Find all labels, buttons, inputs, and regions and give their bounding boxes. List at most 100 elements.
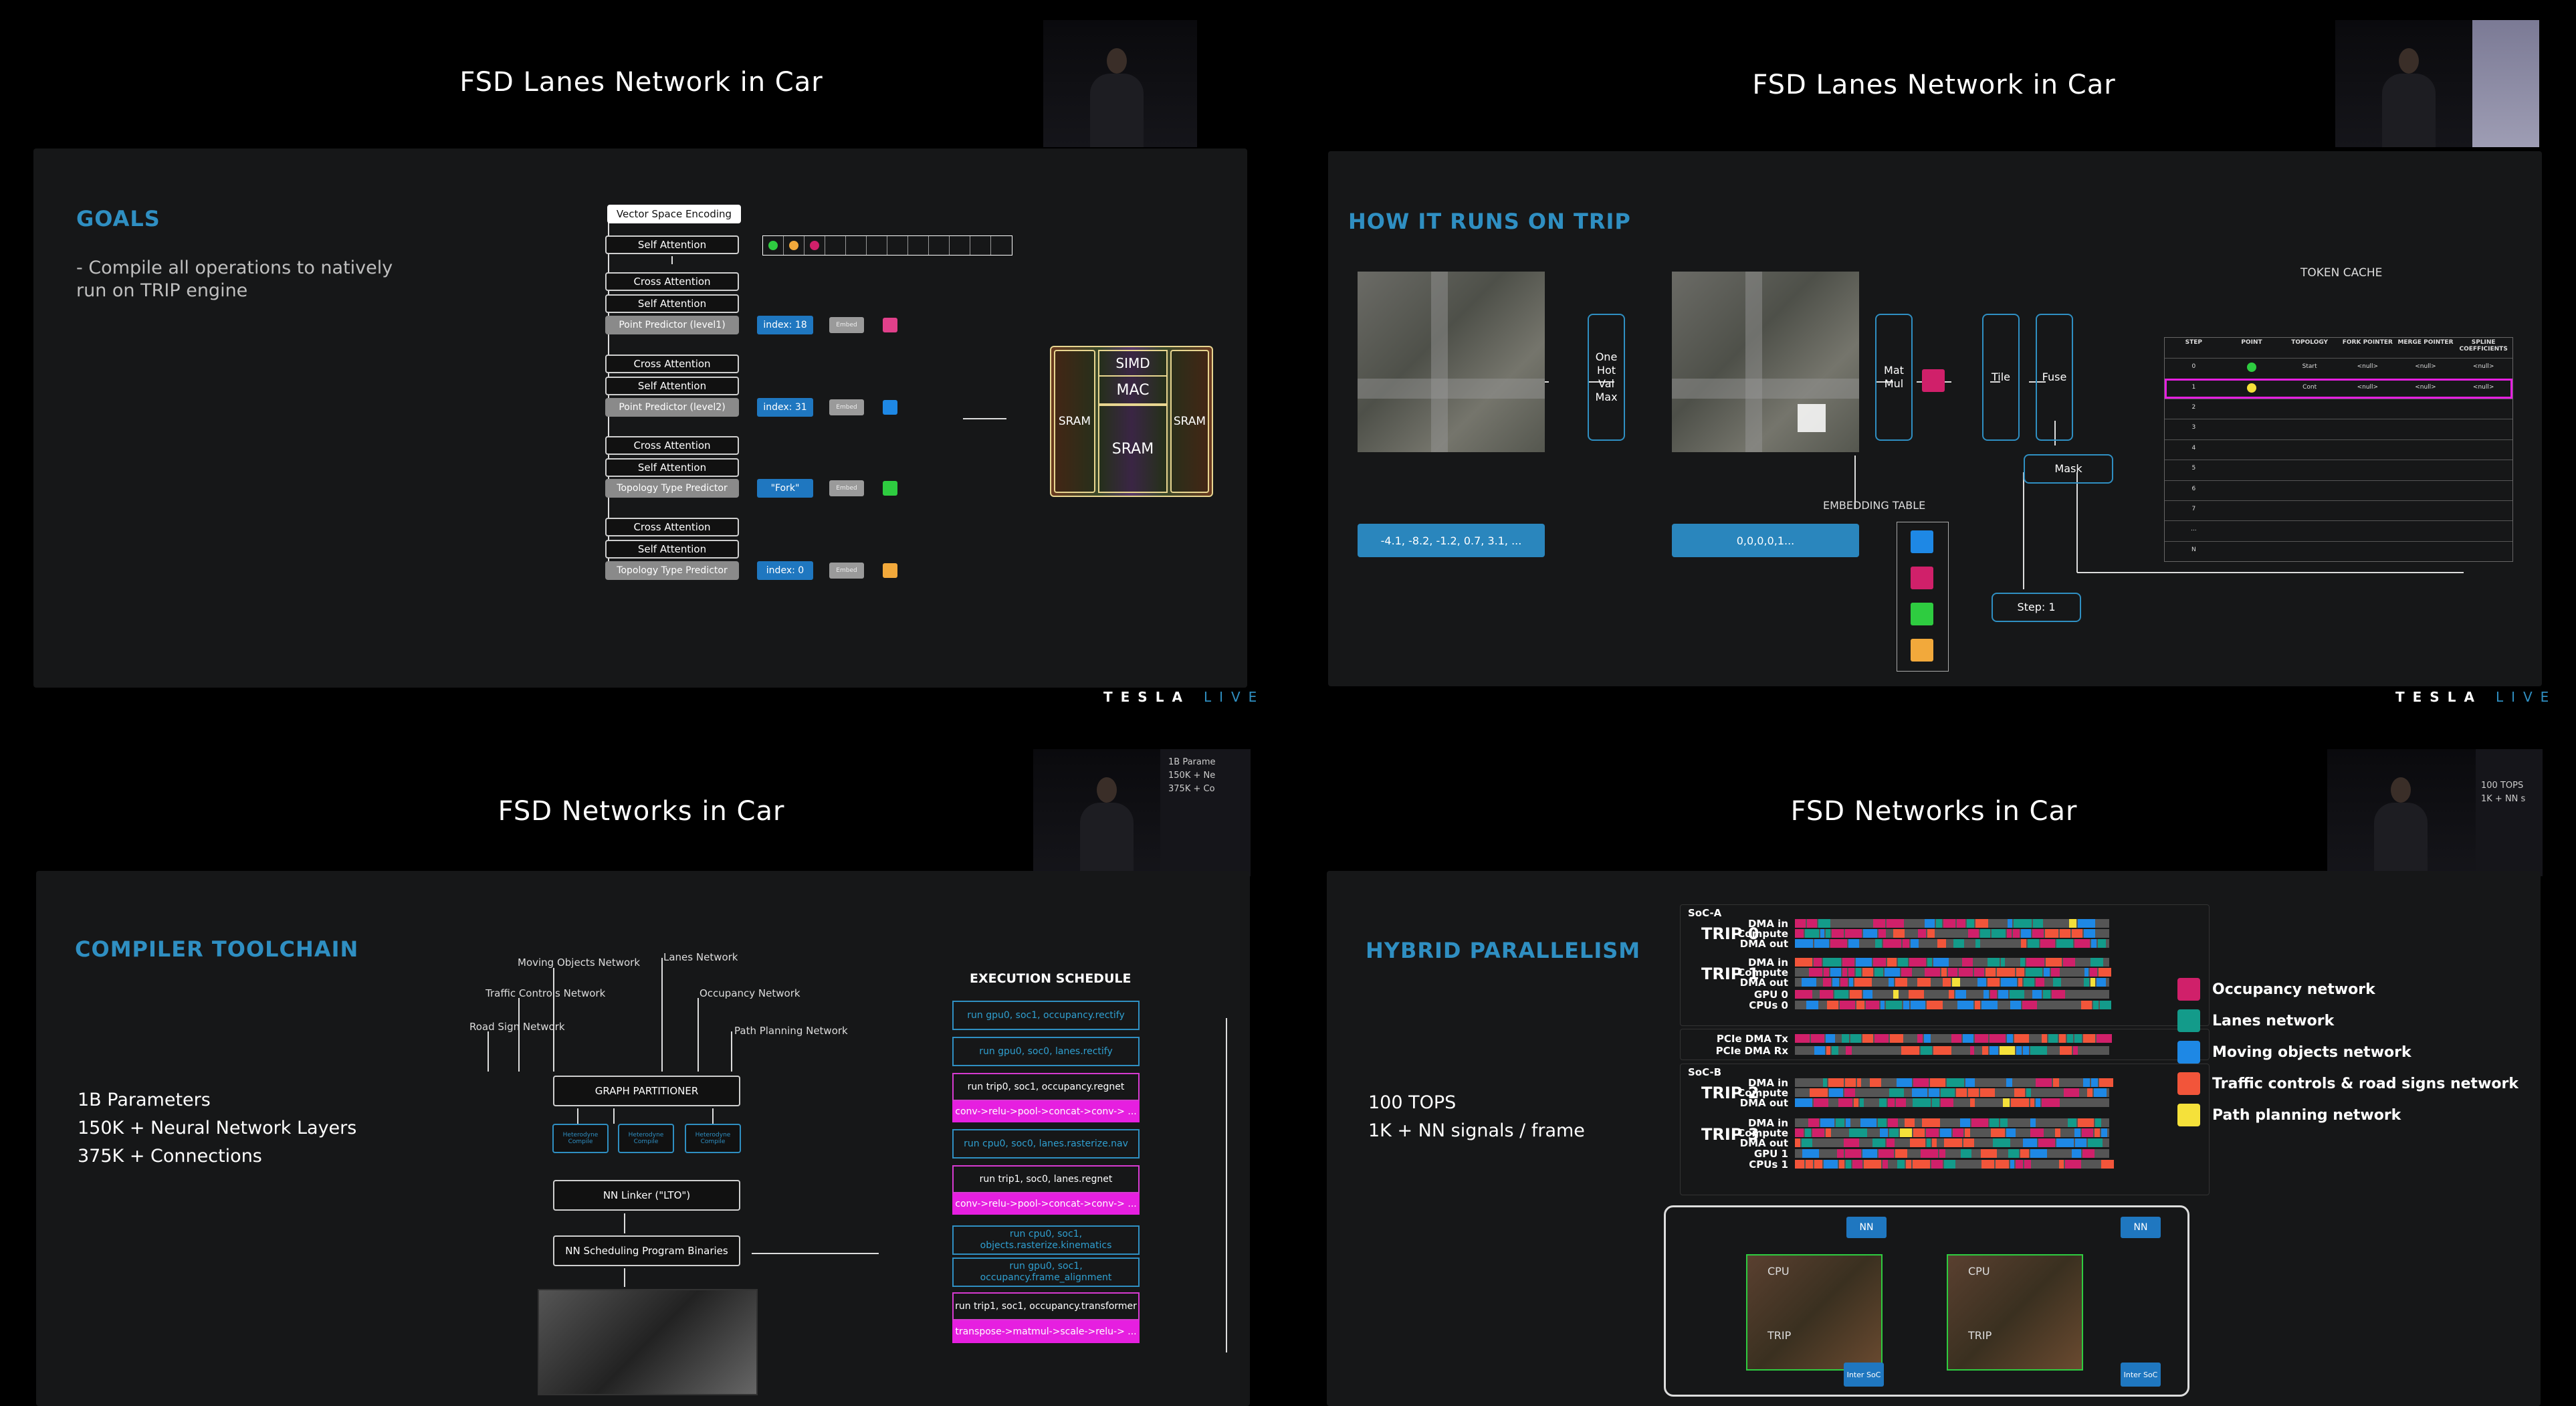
timeline-segment [1860,1098,1864,1107]
timeline-segment [1879,929,1886,938]
timeline-segment [2030,1098,2034,1107]
timeline-segment [2032,990,2042,999]
index-label: index: 0 [757,561,813,580]
topology-type-predictor: Topology Type Predictor [605,479,739,498]
timeline-segment [1846,1046,1852,1055]
timeline-segment [2046,958,2062,967]
timeline-segment [2053,978,2061,987]
simd-block: SIMD [1098,350,1168,377]
timeline-segment [1889,1128,1899,1137]
timeline-segment [1936,919,1942,928]
timeline-segment [2016,1160,2023,1169]
timeline-segment [2098,939,2106,948]
layer-cross-attention: Cross Attention [605,272,739,291]
timeline-segment [1953,1128,1963,1137]
timeline-segment [1878,1118,1887,1127]
timeline-segment [2068,1118,2076,1127]
timeline-segment [2001,978,2017,987]
timeline-segment [1888,1098,1895,1107]
aerial-image [1672,272,1859,452]
timeline-segment [2082,1149,2095,1158]
timeline-segment [2021,939,2026,948]
timeline-segment [2030,1046,2047,1055]
cache-header: MERGE POINTER [2397,339,2454,346]
timeline-segment [1870,1078,1881,1087]
timeline-segment [1933,1046,1951,1055]
timeline-segment [1980,929,1990,938]
timeline-segment [1974,968,1984,977]
timeline-segment [2011,1098,2029,1107]
timeline-segment [1842,1034,1849,1043]
timeline-segment [1970,1098,1975,1107]
cache-header: TOPOLOGY [2291,339,2329,346]
timeline-segment [2030,1128,2044,1137]
timeline-segment [1807,919,1817,928]
embed-box: Embed [829,563,864,579]
logits-vector: -4.1, -8.2, -1.2, 0.7, 3.1, ... [1358,524,1545,557]
row-label: PCIe DMA Rx [1715,1045,1788,1057]
timeline-segment [2087,1088,2092,1097]
timeline-segment [1988,958,2000,967]
cache-row [2165,500,2512,501]
timeline-segment [1913,1160,1930,1169]
timeline-segment [2014,919,2032,928]
timeline-segment [1823,1078,1827,1087]
schedule-entry: run cpu0, soc0, lanes.rasterize.nav [952,1129,1140,1159]
timeline-segment [1941,968,1947,977]
timeline-segment [1927,958,1932,967]
timeline-segment [2010,990,2024,999]
schedule-entry: run gpu0, soc0, lanes.rectify [952,1037,1140,1066]
timeline-segment [1850,1034,1861,1043]
timeline-segment [1820,990,1833,999]
timeline-segment [2024,1160,2031,1169]
timeline-segment [1965,1128,1970,1137]
timeline-segment [1990,1118,1999,1127]
network-label: Traffic Controls Network [486,987,606,999]
row-label: DMA in [1747,1077,1788,1089]
pink-cube-icon [1911,567,1933,589]
slide-title: FSD Lanes Network in Car [459,67,823,98]
timeline-segment [1957,1001,1973,1009]
section-heading: HYBRID PARALLELISM [1366,938,1641,963]
timeline-segment [2095,1118,2101,1127]
timeline-segment [1844,1088,1855,1097]
timeline-segment [2067,1034,2073,1043]
timeline-lane [1795,919,2109,928]
schedule-entry: conv->relu->pool->concat->conv-> ... [952,1193,1140,1215]
timeline-segment [2074,939,2090,948]
row-label: CPUs 1 [1749,1159,1788,1171]
sram-block: SRAM [1054,350,1095,493]
timeline-segment [1828,1078,1844,1087]
timeline-segment [2006,1128,2016,1137]
timeline-lane [1795,1160,2114,1169]
timeline-segment [1802,1138,1812,1147]
timeline-segment [1961,1149,1971,1158]
inset-video [2472,20,2539,147]
fuse-op: Fuse [2036,314,2073,441]
timeline-segment [1809,968,1822,977]
timeline-segment [2051,968,2060,977]
timeline-segment [1886,1001,1902,1009]
timeline-segment [1947,1078,1964,1087]
timeline-segment [1913,1098,1931,1107]
point-predictor-level2: Point Predictor (level2) [605,398,739,417]
timeline-segment [1848,939,1859,948]
timeline-segment [2082,1128,2093,1137]
row-label: DMA out [1739,1137,1788,1149]
schedule-entry: transpose->matmul->scale->relu-> ... [952,1320,1140,1343]
timeline-segment [2074,1034,2082,1043]
timeline-segment [1795,1128,1804,1137]
row-label: DMA out [1739,938,1788,950]
timeline-segment [1874,968,1883,977]
slide-panel: HOW IT RUNS ON TRIP -4.1, -8.2, -1.2, [1328,151,2542,686]
timeline-segment [1943,978,1951,987]
timeline-segment [1827,1001,1838,1009]
timeline-segment [2084,968,2088,977]
timeline-segment [1924,1034,1931,1043]
timeline-segment [2093,1001,2099,1009]
timeline-segment [1849,1128,1867,1137]
timeline-segment [1854,978,1872,987]
timeline-lane [1795,1046,2109,1055]
green-cube-icon [883,481,897,496]
timeline-segment [1970,1046,1974,1055]
